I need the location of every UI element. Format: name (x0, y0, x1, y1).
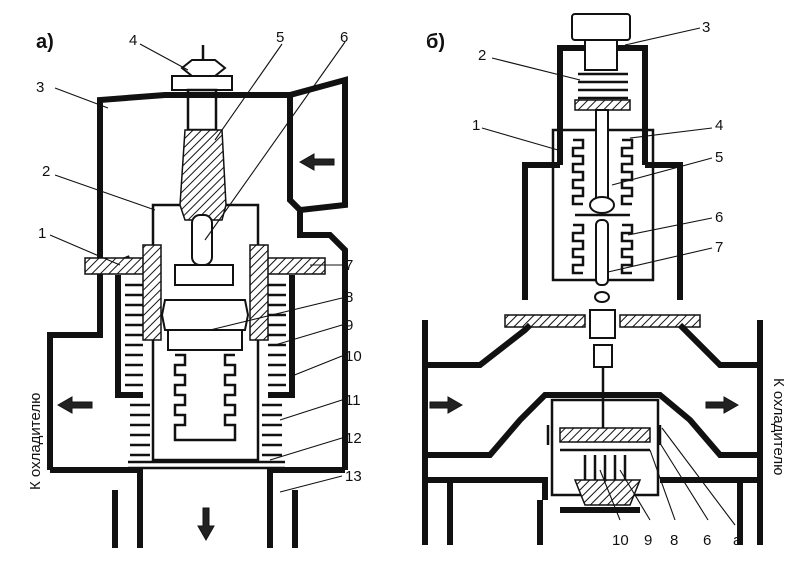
panel-a-upper-pipe (287, 95, 303, 213)
panel-b-label-5: 5 (715, 149, 723, 166)
panel-b-label-4: 4 (715, 117, 723, 134)
panel-a-bellows (173, 353, 237, 442)
panel-a-bottom-flange (112, 490, 298, 548)
panel-b-label-10: 10 (612, 532, 629, 549)
panel-b-label-7: 7 (715, 239, 723, 256)
panel-b-arrow-out (705, 396, 740, 414)
panel-b-label-2: 2 (478, 47, 486, 64)
panel-b-bellows-lower (571, 223, 634, 275)
panel-a-label-2: 2 (42, 163, 50, 180)
panel-b-stem (595, 109, 609, 201)
panel-b-screw (584, 39, 618, 71)
panel-a-label-8: 8 (345, 289, 353, 306)
panel-b-mid-flange-right (619, 314, 701, 328)
panel-a-letter: а) (36, 31, 54, 53)
panel-b-label-1: 1 (472, 117, 480, 134)
panel-b-top-spring (574, 72, 631, 111)
panel-a-pin (191, 214, 213, 266)
panel-a-label-7: 7 (345, 257, 353, 274)
panel-b-hex-head (571, 13, 631, 41)
panel-a-adjust-nut (180, 59, 227, 77)
panel-b-side-text: К охладителю (770, 378, 787, 475)
panel-b-bellows-upper (571, 138, 634, 206)
panel-a-bellows-cup (167, 329, 243, 351)
panel-a-label-6: 6 (340, 29, 348, 46)
panel-a-leaders (49, 41, 346, 493)
panel-b-cup (593, 344, 613, 368)
panel-b-mid-flange-left (504, 314, 586, 328)
panel-b-lower-body (422, 320, 763, 545)
panel-a-cap (174, 264, 234, 286)
panel-a-bottom-outlet (50, 467, 345, 548)
panel-b-joint (589, 196, 615, 214)
panel-a-locknut (171, 75, 233, 91)
panel-a-label-11: 11 (345, 392, 361, 409)
panel-b-label-8: 8 (670, 532, 678, 549)
panel-a-spring-left (125, 283, 150, 457)
panel-b-lower-stem (595, 219, 609, 286)
panel-a-drawing (47, 41, 348, 548)
panel-b-letter: б) (426, 31, 445, 53)
panel-a-sleeve (115, 275, 295, 398)
panel-a-label-13: 13 (345, 468, 362, 485)
panel-a-label-5: 5 (276, 29, 284, 46)
panel-a-arrow-down (197, 507, 215, 542)
panel-b-label-a: а (733, 532, 742, 549)
panel-a-label-4: 4 (129, 32, 137, 49)
panel-b-label-6: 6 (715, 209, 723, 226)
panel-b-label-3: 3 (702, 19, 710, 36)
panel-b-drawing (422, 13, 763, 545)
panel-a-spring-right (262, 283, 286, 457)
panel-b-bottom-spring (583, 455, 627, 485)
panel-a-label-3: 3 (36, 79, 44, 96)
panel-b-cone (573, 479, 642, 506)
panel-b-label-9: 9 (644, 532, 652, 549)
panel-b-leaders (481, 27, 736, 526)
panel-b-disc (559, 427, 651, 443)
panel-a-label-9: 9 (345, 317, 353, 334)
panel-a-arrow-out (56, 396, 93, 414)
panel-b-coupling (589, 309, 616, 339)
panel-a-seat-right (249, 244, 269, 341)
panel-a-bellows-head (160, 299, 250, 331)
panel-b-label-6b: 6 (703, 532, 711, 549)
panel-a-arrow-in (298, 153, 335, 171)
panel-b-bottom (447, 480, 743, 545)
panel-b-arrow-in (429, 396, 464, 414)
panel-a-guide (179, 129, 227, 221)
panel-a-label-12: 12 (345, 430, 362, 447)
panel-a-label-10: 10 (345, 348, 362, 365)
panel-a-seat-left (142, 244, 162, 341)
panel-a-side-text: К охладителю (27, 393, 44, 490)
panel-a-label-1: 1 (38, 225, 46, 242)
